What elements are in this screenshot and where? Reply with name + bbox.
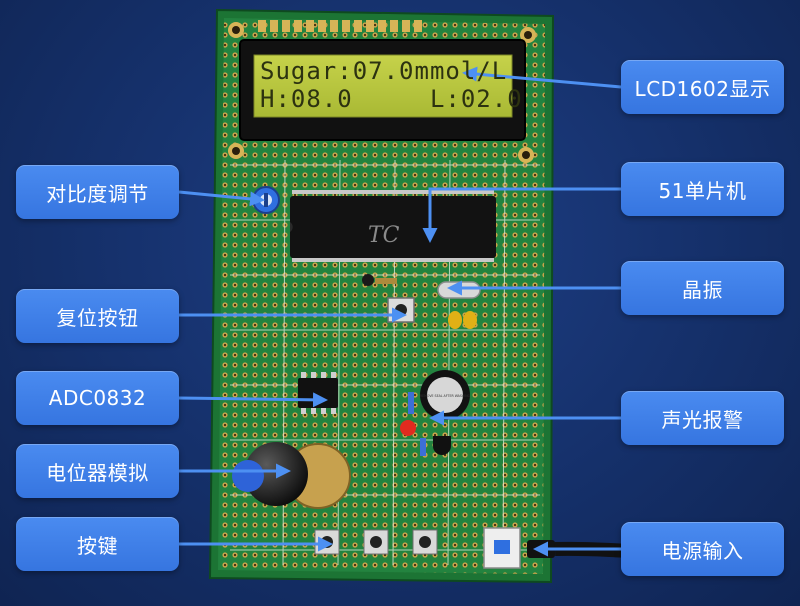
label-potentiometer-simulation: 电位器模拟 (16, 444, 179, 498)
lcd-line-1: Sugar:07.0mmol/L (260, 57, 508, 85)
label-sound-light-alarm: 声光报警 (621, 391, 784, 445)
ceramic-capacitors (448, 311, 477, 329)
label-power-input: 电源输入 (621, 522, 784, 576)
keypad-buttons (314, 529, 438, 555)
crystal-oscillator (437, 281, 481, 299)
power-switch (483, 527, 521, 569)
label-contrast-adjust: 对比度调节 (16, 165, 179, 219)
label-51-mcu: 51单片机 (621, 162, 784, 216)
buzzer: REMOVE SEAL AFTER WASHING (420, 370, 471, 420)
small-components (362, 274, 397, 286)
label-lcd1602-display: LCD1602显示 (621, 60, 784, 114)
adc-chip (298, 372, 338, 414)
buzzer-marking: REMOVE SEAL AFTER WASHING (420, 394, 471, 398)
label-crystal: 晶振 (621, 261, 784, 315)
resistors (408, 392, 426, 456)
pcb-board (208, 8, 555, 584)
mcu-chip: TC (290, 190, 496, 262)
red-led (400, 420, 416, 436)
chip-marking: TC (368, 223, 400, 248)
label-keys: 按键 (16, 517, 179, 571)
transistor (433, 436, 451, 455)
lcd-line-2: H:08.0 L:02.0 (260, 85, 523, 113)
lcd-header-pins (258, 20, 422, 32)
lcd-module (239, 39, 526, 141)
callout-arrows (178, 66, 622, 557)
label-adc0832: ADC0832 (16, 371, 179, 425)
label-reset-button: 复位按钮 (16, 289, 179, 343)
reset-button-part (387, 297, 415, 323)
